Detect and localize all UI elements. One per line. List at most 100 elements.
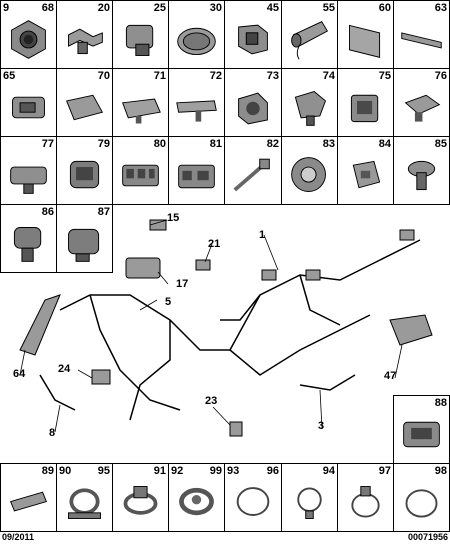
part-cell-73[interactable]: 73 bbox=[224, 68, 282, 137]
square-clip-icon bbox=[342, 151, 389, 200]
part-cell-86[interactable]: 86 bbox=[0, 204, 57, 273]
sleeve-tube-icon bbox=[286, 15, 333, 64]
part-cell-79[interactable]: 79 bbox=[56, 136, 113, 205]
connector-block-icon bbox=[117, 15, 164, 64]
part-cell-25[interactable]: 25 bbox=[112, 0, 169, 69]
part-cell-83[interactable]: 83 bbox=[281, 136, 338, 205]
part-number: 30 bbox=[209, 2, 222, 14]
part-cell-87[interactable]: 87 bbox=[56, 204, 113, 273]
part-number: 79 bbox=[97, 138, 110, 150]
part-cell-30[interactable]: 30 bbox=[168, 0, 225, 69]
part-cell-74[interactable]: 74 bbox=[281, 68, 338, 137]
grommet-47-shape bbox=[389, 314, 433, 346]
connector-block-icon bbox=[286, 83, 333, 132]
cable-tie-loop-icon bbox=[398, 478, 445, 527]
part-number: 95 bbox=[97, 465, 110, 477]
strap-clamp-icon bbox=[173, 478, 220, 527]
part-cell-84[interactable]: 84 bbox=[337, 136, 394, 205]
part-number: 63 bbox=[434, 2, 447, 14]
part-cell-98[interactable]: 98 bbox=[393, 463, 450, 532]
callout-1: 1 bbox=[259, 229, 266, 241]
callout-23: 21 bbox=[208, 238, 221, 250]
bracket-clip-icon bbox=[61, 15, 108, 64]
channel-strip-icon bbox=[173, 83, 220, 132]
part-number: 72 bbox=[209, 70, 222, 82]
part-cell-95[interactable]: 90 95 bbox=[56, 463, 113, 532]
grommet-icon bbox=[286, 151, 333, 200]
part-number-left: 92 bbox=[171, 465, 184, 477]
part-cell-63[interactable]: 63 bbox=[393, 0, 450, 69]
part-cell-71[interactable]: 71 bbox=[112, 68, 169, 137]
connector-block-icon bbox=[5, 151, 52, 200]
part-number: 84 bbox=[378, 138, 391, 150]
part-cell-70[interactable]: 70 bbox=[56, 68, 113, 137]
callout-47: 47 bbox=[384, 370, 397, 382]
connector-block-icon bbox=[173, 151, 220, 200]
strap-clamp-icon bbox=[61, 478, 108, 527]
part-number: 45 bbox=[266, 2, 279, 14]
part-cell-20[interactable]: 20 bbox=[56, 0, 113, 69]
part-cell-82[interactable]: 82 bbox=[224, 136, 282, 205]
part-cell-80[interactable]: 80 bbox=[112, 136, 169, 205]
textured-pad-icon bbox=[173, 15, 220, 64]
part-cell-94[interactable]: 94 bbox=[281, 463, 338, 532]
bracket-clip-icon bbox=[229, 15, 277, 64]
threaded-nut-icon bbox=[5, 15, 52, 64]
part-cell-97[interactable]: 97 bbox=[337, 463, 394, 532]
callout-8: 8 bbox=[49, 427, 56, 439]
part-cell-72[interactable]: 72 bbox=[168, 68, 225, 137]
push-clip-icon bbox=[398, 151, 445, 200]
footer-date: 09/2011 bbox=[2, 532, 35, 542]
connector-block-icon bbox=[342, 83, 389, 132]
part-number: 88 bbox=[434, 397, 447, 409]
channel-strip-icon bbox=[61, 83, 108, 132]
connector-block-icon bbox=[398, 410, 445, 459]
part-number-left: 90 bbox=[59, 465, 72, 477]
part-number: 89 bbox=[41, 465, 54, 477]
part-number: 77 bbox=[41, 138, 54, 150]
part-cell-81[interactable]: 81 bbox=[168, 136, 225, 205]
strap-clamp-icon bbox=[117, 478, 164, 527]
part-cell-55[interactable]: 55 bbox=[281, 0, 338, 69]
callout-3: 3 bbox=[318, 420, 325, 432]
part-cell-76[interactable]: 76 bbox=[393, 68, 450, 137]
sleeve-64-shape bbox=[19, 294, 61, 356]
part-cell-65[interactable]: 65 bbox=[0, 68, 57, 137]
part-cell-85[interactable]: 85 bbox=[393, 136, 450, 205]
part-cell-91[interactable]: 91 bbox=[112, 463, 169, 532]
part-number: 65 bbox=[3, 70, 16, 82]
cable-tie-loop-icon bbox=[229, 478, 277, 527]
channel-strip-icon bbox=[398, 15, 445, 64]
footer-ref: 00071956 bbox=[407, 532, 448, 542]
part-number: 81 bbox=[209, 138, 222, 150]
part-cell-75[interactable]: 75 bbox=[337, 68, 394, 137]
part-cell-96[interactable]: 93 96 bbox=[224, 463, 282, 532]
part-number: 60 bbox=[378, 2, 391, 14]
part-number: 76 bbox=[434, 70, 447, 82]
part-number: 82 bbox=[266, 138, 279, 150]
part-number: 71 bbox=[153, 70, 166, 82]
part-cell-68[interactable]: 9 68 bbox=[0, 0, 57, 69]
part-cell-99[interactable]: 92 99 bbox=[168, 463, 225, 532]
callout-5: 5 bbox=[165, 296, 172, 308]
part-number: 97 bbox=[378, 465, 391, 477]
part-number: 68 bbox=[41, 2, 54, 14]
part-cell-45[interactable]: 45 bbox=[224, 0, 282, 69]
part-number-left: 9 bbox=[3, 2, 10, 14]
part-number: 20 bbox=[97, 2, 110, 14]
part-number: 80 bbox=[153, 138, 166, 150]
connector-block-icon bbox=[61, 219, 108, 268]
part-number: 55 bbox=[322, 2, 335, 14]
part-cell-77[interactable]: 77 bbox=[0, 136, 57, 205]
part-cell-89[interactable]: 89 bbox=[0, 463, 57, 532]
foam-pad-icon bbox=[342, 15, 389, 64]
part-number: 86 bbox=[41, 206, 54, 218]
part-number: 91 bbox=[153, 465, 166, 477]
bracket-clip-icon bbox=[229, 83, 277, 132]
connector-block-icon bbox=[5, 219, 52, 268]
part-number: 87 bbox=[97, 206, 110, 218]
connector-block-icon bbox=[117, 151, 164, 200]
bracket-clip-icon bbox=[398, 83, 445, 132]
part-cell-60[interactable]: 60 bbox=[337, 0, 394, 69]
part-number: 75 bbox=[378, 70, 391, 82]
